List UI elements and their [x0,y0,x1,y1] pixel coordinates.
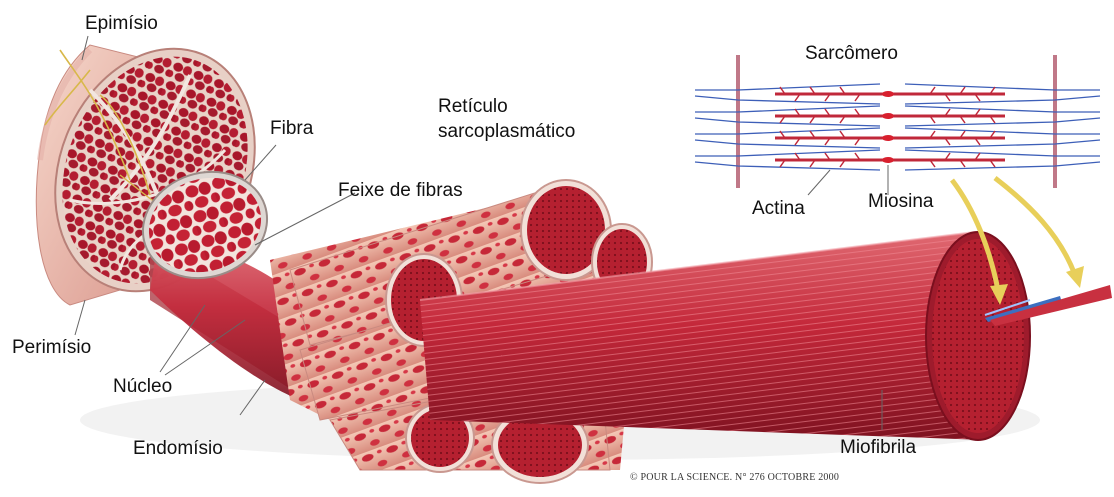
label-endomisio: Endomísio [133,437,223,460]
label-reticulo-line2: sarcoplasmático [438,120,575,143]
m-line [882,91,894,163]
myosin-heads [780,87,995,167]
label-miosina: Miosina [868,190,933,213]
sarcomere-schematic [695,55,1100,188]
label-miofibrila: Miofibrila [840,436,916,459]
label-perimisio: Perimísio [12,336,91,359]
copyright-credit: © POUR LA SCIENCE. N° 276 OCTOBRE 2000 [630,472,839,483]
label-actina: Actina [752,197,805,220]
label-epimisio: Epimísio [85,12,158,35]
actin-filaments [695,84,1100,170]
myosin-filaments [775,94,1005,160]
label-sarcomero: Sarcômero [805,42,898,65]
label-fibra: Fibra [270,117,313,140]
label-reticulo-line1: Retículo [438,95,508,118]
label-nucleo: Núcleo [113,375,172,398]
label-feixe-de-fibras: Feixe de fibras [338,179,463,202]
